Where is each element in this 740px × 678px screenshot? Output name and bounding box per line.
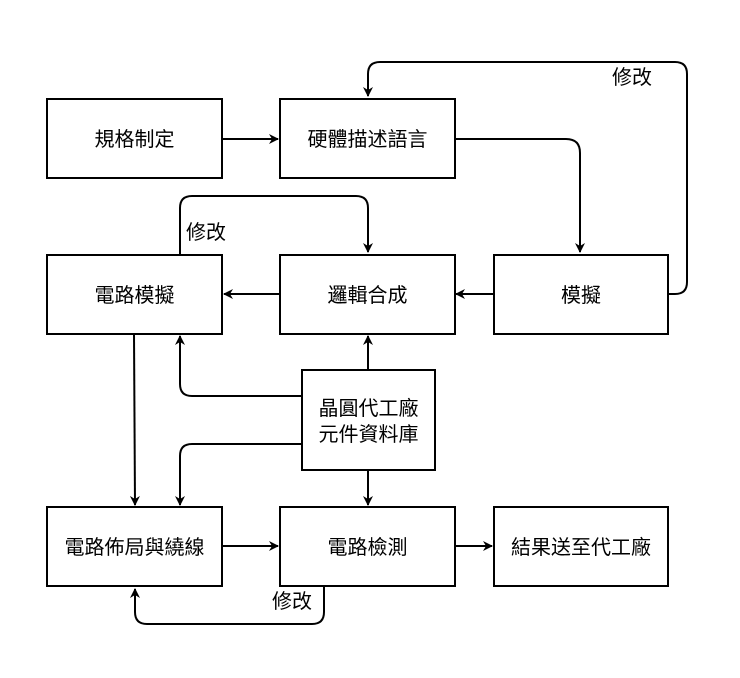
node-foundry-lib-label-line2: 元件資料庫 xyxy=(319,422,419,446)
node-place-route[interactable]: 電路佈局與繞線 xyxy=(46,506,223,587)
edge-label-verification-to-place-route: 修改 xyxy=(272,589,312,613)
node-hdl[interactable]: 硬體描述語言 xyxy=(279,98,456,179)
edge-hdl-to-simulation xyxy=(455,138,585,253)
node-foundry-lib-label-line1: 晶圓代工廠 xyxy=(319,396,419,420)
node-tapeout-label: 結果送至代工廠 xyxy=(511,535,651,559)
node-simulation-label: 模擬 xyxy=(561,283,601,307)
node-synthesis[interactable]: 邏輯合成 xyxy=(279,254,456,335)
node-tapeout[interactable]: 結果送至代工廠 xyxy=(493,506,669,587)
node-synthesis-label: 邏輯合成 xyxy=(328,283,408,307)
node-verification[interactable]: 電路檢測 xyxy=(279,506,456,587)
edge-lib-to-circuit-sim xyxy=(175,335,302,397)
node-foundry-lib[interactable]: 晶圓代工廠 元件資料庫 xyxy=(301,369,436,471)
edge-label-circuit-sim-to-synthesis: 修改 xyxy=(186,220,226,244)
edge-lib-to-place-route xyxy=(175,443,302,506)
node-circuit-sim[interactable]: 電路模擬 xyxy=(46,254,223,335)
edge-verification-to-place-route xyxy=(130,586,325,625)
node-spec[interactable]: 規格制定 xyxy=(46,98,223,179)
node-spec-label: 規格制定 xyxy=(95,127,175,151)
node-hdl-label: 硬體描述語言 xyxy=(308,127,428,151)
edge-label-sim-to-hdl: 修改 xyxy=(612,65,652,89)
edge-circuit-sim-to-synthesis xyxy=(179,195,373,254)
node-place-route-label: 電路佈局與繞線 xyxy=(65,535,205,559)
node-verification-label: 電路檢測 xyxy=(328,535,408,559)
node-simulation[interactable]: 模擬 xyxy=(493,254,669,335)
edge-simulation-to-hdl xyxy=(363,61,688,295)
edge-circuit-sim-to-place-route xyxy=(129,333,140,506)
node-circuit-sim-label: 電路模擬 xyxy=(95,283,175,307)
